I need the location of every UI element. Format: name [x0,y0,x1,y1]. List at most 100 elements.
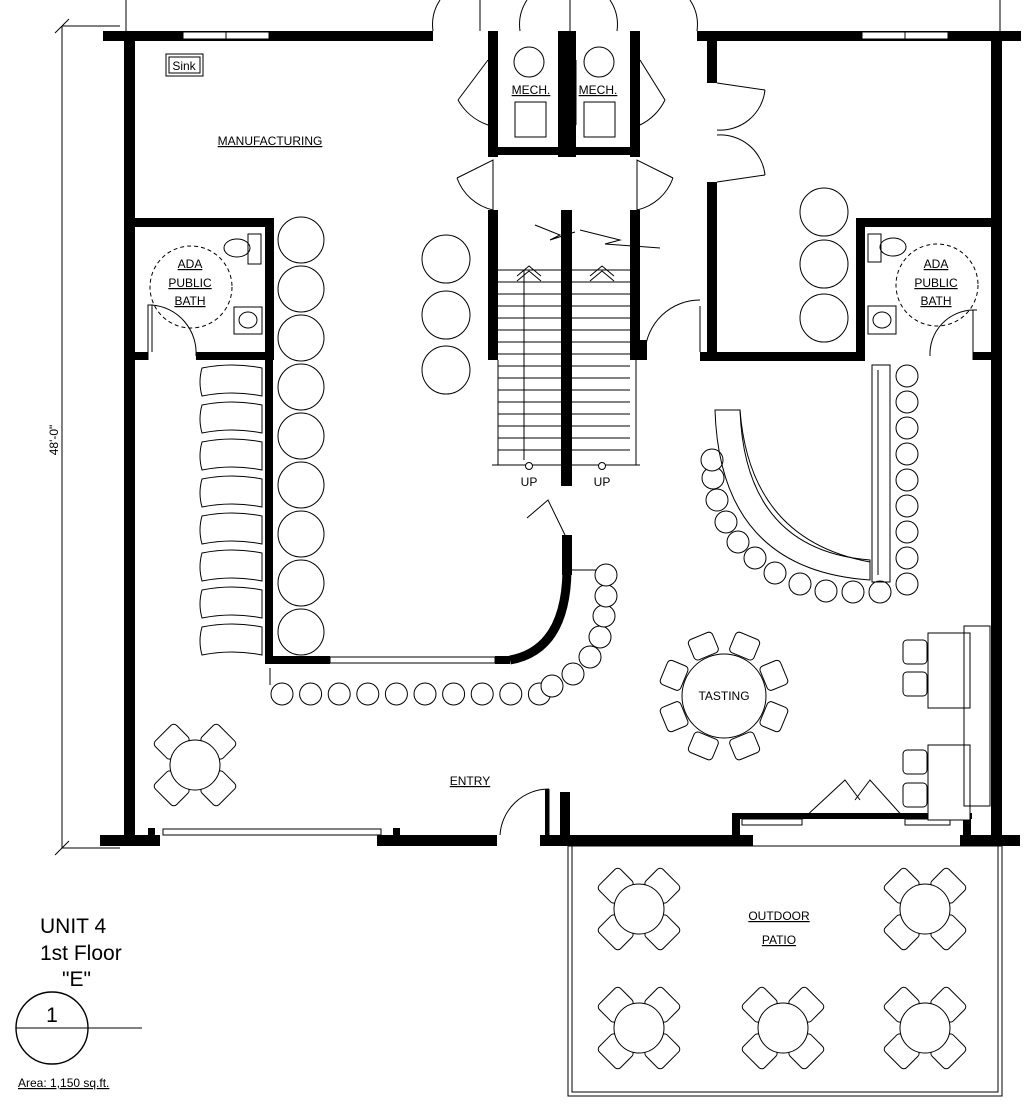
bar-stool [895,468,919,492]
patio-table [613,883,665,935]
four-top-table [883,986,967,1070]
variant-title: "E" [62,968,91,991]
bar-stool [726,530,750,554]
tasting-chair [759,659,789,691]
bath-left-line1: ADA [178,257,203,271]
patio-table [169,739,221,791]
bar-stool [714,510,738,534]
patio-table [899,1002,951,1054]
bath-right-line3: BATH [920,294,951,308]
bar-stool [895,572,919,596]
manufacturing: Sink MANUFACTURING [165,53,600,685]
mech-right-label: MECH. [579,83,618,97]
barrel [199,438,263,471]
tasting-chair [729,731,761,761]
bar-stool [540,674,564,698]
bar-stool [594,584,618,608]
barrel [199,623,263,656]
area-label: Area: 1,150 sq.ft. [18,1076,109,1090]
bar-stool [895,390,919,414]
barrel [199,512,263,545]
barrel [199,401,263,434]
outdoor-label-2: PATIO [762,933,796,947]
curved-bar [714,364,891,583]
four-top-tables [153,723,967,1070]
dimension-label: 48'-0" [47,425,61,456]
four-top-table [153,723,237,807]
stairs: UP UP [456,159,674,489]
tasting-chair [759,701,789,733]
tank [277,265,325,313]
tasting-table: TASTING [659,631,789,761]
tank [277,363,325,411]
bar-stool [895,416,919,440]
tank [277,510,325,558]
bar-stool [356,682,380,706]
bar-stool [763,561,787,585]
floor-title: 1st Floor [40,942,122,965]
high-tops [902,625,991,821]
barrel [199,364,263,397]
bar-stool [270,682,294,706]
bar-stool [299,682,323,706]
tasting-label: TASTING [698,689,749,703]
four-top-table [597,986,681,1070]
bar-stool [841,580,865,604]
bar-stool [327,682,351,706]
bar-stool [788,572,812,596]
patio-table [899,883,951,935]
tasting-chair [659,701,689,733]
outdoor-patio: OUTDOOR PATIO [567,845,1003,1097]
unit-title: UNIT 4 [40,915,106,938]
bar-stool [895,520,919,544]
outdoor-label-1: OUTDOOR [748,909,810,923]
bar-stool [470,682,494,706]
manufacturing-label: MANUFACTURING [218,134,323,148]
bath-right-line2: PUBLIC [914,276,958,290]
stairs-up-left: UP [521,475,538,489]
bar-stool [592,604,616,628]
tasting-chair [687,731,719,761]
bar-stool [578,645,602,669]
title-block: UNIT 4 1st Floor "E" 1 Area: 1,150 sq.ft… [15,915,142,1090]
bath-right: ADA PUBLIC BATH [638,41,1001,361]
bar-stool [743,546,767,570]
tank [277,216,325,264]
four-top-table [741,986,825,1070]
dimension-line: 48'-0" [47,18,120,856]
bar-stool [413,682,437,706]
stairs-up-right: UP [594,475,611,489]
tank [277,412,325,460]
bar-stool [700,448,724,472]
barrel [199,475,263,508]
sink-label: Sink [172,59,196,73]
tasting-chair [659,659,689,691]
patio-table [757,1002,809,1054]
four-top-table [883,867,967,951]
patio-table [613,1002,665,1054]
mech-left-label: MECH. [512,83,551,97]
bar-stool [895,442,919,466]
bath-left: ADA PUBLIC BATH [130,218,274,360]
bar-stool [814,579,838,603]
bar-stool [895,546,919,570]
bar-stools [270,364,919,706]
bath-right-line1: ADA [924,257,949,271]
tank [277,608,325,656]
bath-left-line2: PUBLIC [168,276,212,290]
tank [277,461,325,509]
bar-stool [594,563,618,587]
barrel [199,549,263,582]
exterior-walls [100,31,1021,846]
top-doors [125,0,1001,32]
entry-label: ENTRY [450,774,490,788]
bar-stool [705,488,729,512]
bar-stool [561,662,585,686]
four-top-table [597,867,681,951]
tasting-chair [687,631,719,661]
mech-rooms: MECH. MECH. [457,31,666,157]
bath-left-line3: BATH [174,294,205,308]
detail-number: 1 [46,1004,58,1027]
bar-stool [895,494,919,518]
